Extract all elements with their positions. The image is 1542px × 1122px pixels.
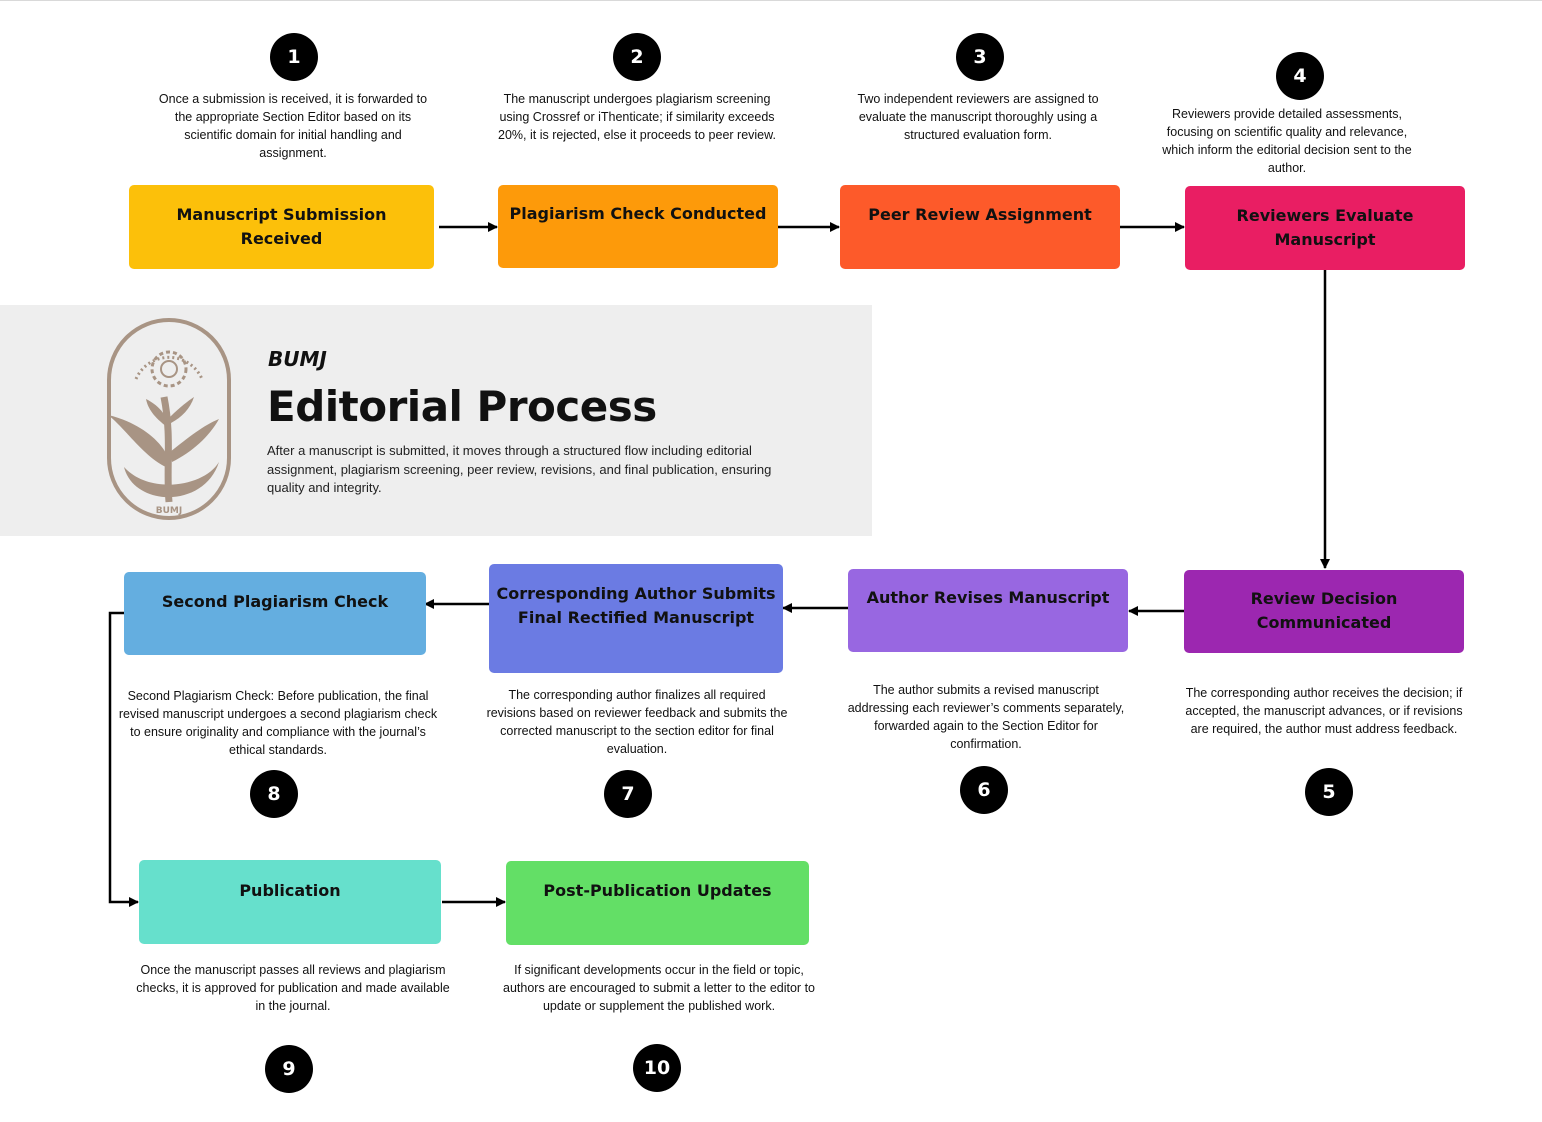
header-panel [0, 305, 872, 536]
step-7-number-badge: 7 [604, 770, 652, 818]
step-4-title: Reviewers Evaluate Manuscript [1236, 206, 1414, 249]
bumj-seal-logo-icon: BUMJ [107, 318, 231, 520]
step-7-title: Corresponding Author Submits Final Recti… [496, 584, 776, 627]
step-8-number-badge: 8 [250, 770, 298, 818]
step-4-number-badge: 4 [1276, 52, 1324, 100]
step-9-description: Once the manuscript passes all reviews a… [136, 963, 450, 1013]
arrow-8-to-9 [108, 611, 139, 907]
step-8-description: Second Plagiarism Check: Before publicat… [118, 689, 438, 757]
step-3-description: Two independent reviewers are assigned t… [857, 92, 1099, 142]
step-7-description: The corresponding author finalizes all r… [486, 688, 788, 756]
step-9-title: Publication [239, 881, 341, 900]
step-5-box: Review Decision Communicated [1184, 570, 1464, 653]
svg-text:BUMJ: BUMJ [156, 506, 182, 516]
step-6-box: Author Revises Manuscript [848, 569, 1128, 652]
step-3-box: Peer Review Assignment [840, 185, 1120, 269]
top-divider [0, 0, 1542, 1]
step-8-box: Second Plagiarism Check [124, 572, 426, 655]
step-10-number-badge: 10 [633, 1044, 681, 1092]
step-3-title: Peer Review Assignment [868, 205, 1092, 224]
step-4-description: Reviewers provide detailed assessments, … [1162, 107, 1412, 175]
step-8-title: Second Plagiarism Check [161, 592, 389, 611]
step-1-number-badge: 1 [270, 33, 318, 81]
step-7-box: Corresponding Author Submits Final Recti… [489, 564, 783, 673]
step-6-description: The author submits a revised manuscript … [847, 683, 1125, 751]
journal-name: BUMJ [268, 347, 327, 371]
step-2-box: Plagiarism Check Conducted [498, 185, 778, 268]
step-2-title: Plagiarism Check Conducted [509, 204, 767, 223]
step-6-number-badge: 6 [960, 766, 1008, 814]
step-5-number-badge: 5 [1305, 768, 1353, 816]
step-6-title: Author Revises Manuscript [866, 588, 1110, 607]
step-10-box: Post-Publication Updates [506, 861, 809, 945]
step-10-description: If significant developments occur in the… [503, 963, 815, 1013]
step-1-title: Manuscript Submission Received [176, 205, 387, 248]
step-5-description: The corresponding author receives the de… [1185, 686, 1463, 736]
page-title: Editorial Process [267, 382, 657, 431]
intro-text: After a manuscript is submitted, it move… [267, 443, 772, 495]
step-10-title: Post-Publication Updates [543, 881, 772, 900]
step-9-box: Publication [139, 860, 441, 944]
step-2-description: The manuscript undergoes plagiarism scre… [498, 92, 776, 142]
step-2-number-badge: 2 [613, 33, 661, 81]
step-1-description: Once a submission is received, it is for… [158, 92, 428, 160]
step-9-number-badge: 9 [265, 1045, 313, 1093]
step-3-number-badge: 3 [956, 33, 1004, 81]
step-4-box: Reviewers Evaluate Manuscript [1185, 186, 1465, 270]
step-5-title: Review Decision Communicated [1250, 589, 1398, 632]
step-1-box: Manuscript Submission Received [129, 185, 434, 269]
